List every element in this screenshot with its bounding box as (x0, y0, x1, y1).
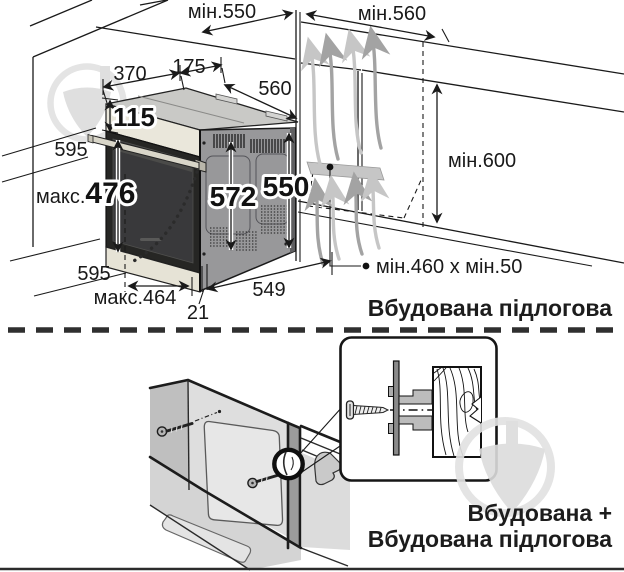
dim-560-label: 560 (258, 78, 291, 100)
dim-115-label: 115 (113, 102, 155, 132)
screw (156, 409, 222, 437)
callout-box (339, 336, 498, 482)
dim-595-lower-label: 595 (77, 263, 110, 285)
bottom-caption-line1: Вбудована + (467, 500, 612, 526)
dim-max476-label: макс.476 (36, 177, 135, 210)
dim-21-label: 21 (187, 302, 209, 324)
dim-min600-label: мін.600 (448, 150, 516, 172)
watermark-icon (455, 417, 555, 517)
highlight-circle (272, 447, 305, 481)
vent-bullet (362, 262, 370, 270)
top-caption: Вбудована підлогова (368, 295, 612, 321)
wood-block (432, 366, 482, 458)
dim-370-label: 370 (113, 63, 146, 85)
cabinet-corner-drawing (148, 378, 352, 571)
door-swing-arc (128, 170, 199, 265)
dim-549-label: 549 (252, 279, 285, 301)
dim-min550-label: мін.550 (188, 1, 256, 23)
dim-572-label: 572 (210, 181, 257, 212)
callout-screw (345, 400, 390, 420)
bottom-caption-line2: Вбудована підлогова (368, 526, 612, 552)
dim-vent-cutout-label: мін.460 х мін.50 (376, 256, 522, 278)
dim-550-label: 550 (263, 171, 310, 202)
airflow-arrows (301, 25, 391, 266)
brand-mark (140, 238, 162, 241)
dim-min560-label: мін.560 (358, 3, 426, 25)
dim-595-upper-label: 595 (54, 139, 87, 161)
dim-max464-label: макс.464 (94, 287, 177, 309)
oven (87, 87, 299, 293)
dimension-lines (1, 9, 450, 305)
dim-175-label: 175 (172, 56, 205, 78)
